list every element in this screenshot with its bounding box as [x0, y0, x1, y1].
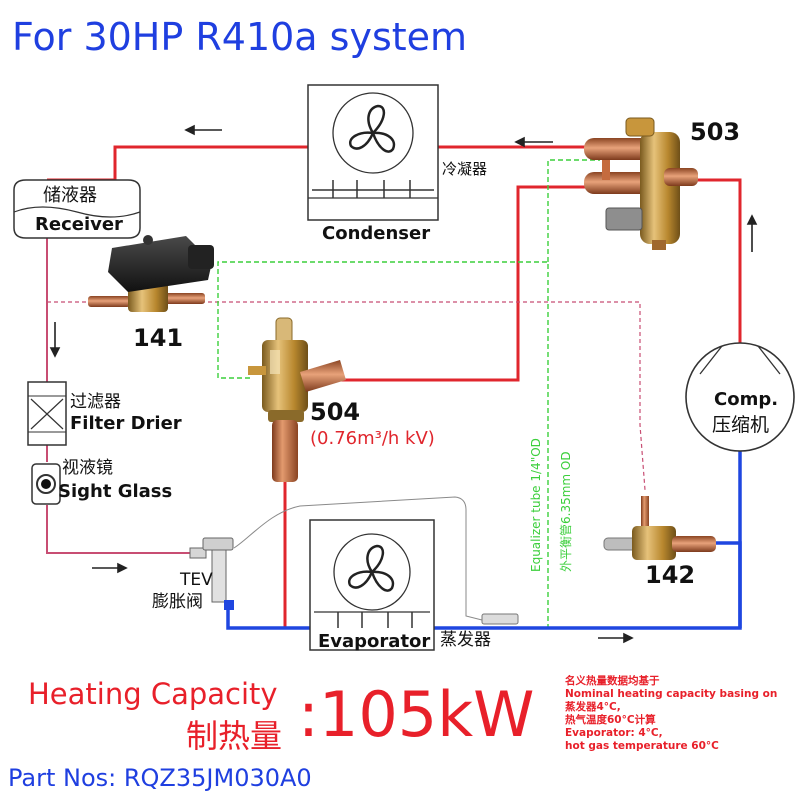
tev-label-cn: 膨胀阀	[152, 592, 203, 612]
condenser-unit	[307, 84, 439, 221]
diagram-title: For 30HP R410a system	[12, 15, 468, 59]
heating-capacity-value: :105kW	[298, 678, 535, 751]
evaporator-fan-icon	[347, 544, 395, 592]
flow-arrows	[49, 124, 758, 644]
receiver-tank	[13, 179, 141, 239]
part-number: Part Nos: RQZ35JM030A0	[8, 764, 312, 792]
condenser-to-receiver-line	[47, 145, 308, 182]
heating-capacity-label-en: Heating Capacity	[28, 677, 278, 711]
compressor	[685, 342, 795, 452]
notes-block: 名义热量数据均基于 Nominal heating capacity basin…	[565, 675, 795, 753]
valve-504	[248, 317, 346, 482]
sight-glass-label-en: Sight Glass	[58, 481, 173, 502]
arrow-left-top	[184, 124, 222, 136]
note-line: 名义热量数据均基于	[565, 675, 660, 687]
equalizer-label-cn: 外平衡管6.35mm OD	[559, 451, 573, 572]
evaporator-label-cn: 蒸发器	[440, 630, 491, 650]
valve-142-label: 142	[645, 561, 696, 589]
arrow-right-tev	[92, 562, 128, 574]
filter-label-en: Filter Drier	[70, 413, 182, 434]
receiver-label-cn: 储液器	[43, 185, 97, 206]
503-to-compressor-line	[680, 178, 742, 345]
evaporator-unit	[309, 519, 435, 651]
condenser-fan-ring	[332, 92, 414, 174]
note-line: hot gas temperature 60°C	[565, 740, 719, 752]
note-line: 热气温度60°C计算	[565, 714, 656, 726]
sight-glass	[31, 463, 61, 505]
equalizer-lines	[217, 159, 600, 628]
note-line: Evaporator: 4°C,	[565, 727, 663, 739]
503-to-504-line	[310, 185, 600, 382]
condenser-fan-icon	[348, 104, 396, 153]
tev-valve	[189, 537, 234, 610]
hot-gas-lines	[47, 145, 742, 628]
equalizer-label-en: Equalizer tube 1/4"OD	[529, 438, 543, 572]
arrow-up-right	[746, 214, 758, 252]
evaporator-coil-ticks	[337, 612, 413, 628]
tev-capillary	[233, 496, 483, 621]
filter-label-cn: 过滤器	[70, 392, 121, 412]
suction-line	[226, 450, 742, 630]
solenoid-valve-141	[88, 235, 214, 312]
condenser-coil-ticks	[332, 180, 411, 198]
tev-label-en: TEV	[180, 570, 213, 590]
valve-504-spec: (0.76m³/h kV)	[310, 428, 435, 449]
evaporator-fan-ring	[333, 533, 411, 611]
dashed-pilot-line	[47, 301, 646, 491]
valve-503-label: 503	[690, 118, 741, 146]
valve-142	[603, 496, 716, 560]
evaporator-label-en: Evaporator	[318, 631, 431, 652]
arrow-left-503	[514, 136, 553, 148]
compressor-label-cn: 压缩机	[712, 414, 770, 436]
compressor-label-en: Comp.	[714, 389, 779, 410]
condenser-label-en: Condenser	[322, 223, 431, 244]
receiver-label-en: Receiver	[35, 214, 123, 235]
valve-503	[584, 117, 698, 250]
note-line: Nominal heating capacity basing on	[565, 688, 778, 700]
valve-504-label: 504	[310, 398, 361, 426]
filter-drier	[27, 381, 67, 446]
arrow-down-liquid	[49, 322, 61, 358]
arrow-right-suction	[598, 632, 634, 644]
sight-glass-label-cn: 视液镜	[62, 458, 113, 478]
heating-capacity-label-cn: 制热量	[186, 717, 283, 755]
condenser-label-cn: 冷凝器	[442, 160, 488, 178]
note-line: 蒸发器4°C,	[565, 701, 621, 713]
tev-sensing-bulb	[481, 613, 519, 625]
valve-141-label: 141	[133, 324, 184, 352]
solenoid-coil	[108, 236, 212, 292]
